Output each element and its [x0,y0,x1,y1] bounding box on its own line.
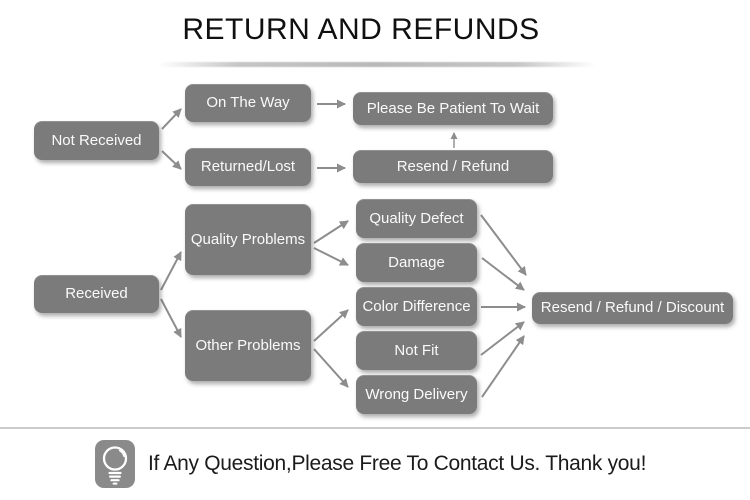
flow-node-on-the-way: On The Way [185,84,311,122]
footer-message: If Any Question,Please Free To Contact U… [148,452,647,475]
flow-node-quality-defect: Quality Defect [356,199,477,238]
flow-arrow-quality-problems-to-damage [313,247,349,266]
lightbulb-icon [95,440,135,488]
flow-arrow-damage-to-resend-refund-discount [481,257,525,291]
page-title: RETURN AND REFUNDS [182,13,540,46]
footer: If Any Question,Please Free To Contact U… [95,440,646,488]
flow-arrow-quality-problems-to-quality-defect [313,220,349,244]
flow-node-not-received: Not Received [34,121,159,160]
flow-arrow-wrong-delivery-to-resend-refund-discount [481,335,525,398]
flow-arrow-other-problems-to-color-difference [313,309,349,342]
flow-node-color-difference: Color Difference [356,287,477,326]
flow-arrow-not-received-to-returned-lost [161,150,182,170]
flow-node-wrong-delivery: Wrong Delivery [356,375,477,414]
flow-arrow-not-received-to-on-the-way [161,108,182,130]
flow-arrow-not-fit-to-resend-refund-discount [480,321,525,356]
flow-node-other-problems: Other Problems [185,310,311,381]
title-underline-decoration [158,62,596,67]
flow-node-resend-refund: Resend / Refund [353,150,553,183]
flow-arrow-received-to-quality-problems [160,251,182,291]
flow-node-damage: Damage [356,243,477,282]
flow-node-quality-problems: Quality Problems [185,204,311,275]
flow-node-resend-refund-discount: Resend / Refund / Discount [532,292,733,324]
flow-node-not-fit: Not Fit [356,331,477,370]
flow-node-please-be-patient-to-wait: Please Be Patient To Wait [353,92,553,125]
flow-arrow-received-to-other-problems [160,298,182,338]
flow-node-received: Received [34,275,159,313]
footer-divider [0,427,750,429]
flow-arrow-quality-defect-to-resend-refund-discount [480,214,527,276]
flow-node-returned-lost: Returned/Lost [185,148,311,186]
flow-arrow-other-problems-to-wrong-delivery [313,348,349,388]
